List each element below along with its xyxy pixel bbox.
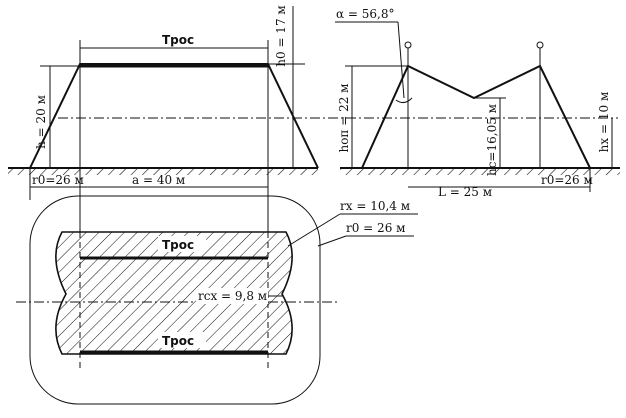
- hc-label: hc=16,05 м: [485, 104, 499, 176]
- hx-label: hx = 10 м: [597, 92, 611, 153]
- mast-tip-2: [536, 41, 544, 49]
- left-elevation: Трос h = 20 м h0 = 17 м r0=26 м a = 40 м: [8, 5, 319, 200]
- h-label: h = 20 м: [34, 95, 48, 149]
- outer-protection-zone: [29, 195, 321, 405]
- mast-tip-1: [404, 41, 412, 49]
- rcx-label: rcx = 9,8 м: [198, 289, 267, 303]
- L-label: L = 25 м: [438, 185, 492, 199]
- alpha-label: α = 56,8°: [336, 7, 395, 21]
- plan-view: Трос Трос rcx = 9,8 м rx = 10,4 м r0 = 2…: [16, 168, 418, 405]
- cable-label-bottom-bg: [158, 332, 206, 348]
- ground-hatch-right: [340, 168, 620, 175]
- right-zone-boundary: [361, 64, 591, 169]
- rx-label: rx = 10,4 м: [340, 199, 410, 213]
- hop-label: hоп = 22 м: [337, 83, 351, 152]
- r0-label-plan: r0 = 26 м: [346, 221, 405, 235]
- r0-leader: [317, 235, 347, 247]
- right-elevation: α = 56,8° hоп = 22 м hc=16,05 м hx = 10 …: [335, 7, 620, 199]
- rx-leader: [287, 213, 341, 247]
- ground-hatch-left: [8, 168, 318, 175]
- left-zone-boundary: [29, 63, 319, 169]
- cable-label-top-bg: [158, 236, 206, 252]
- cable-label-left: Трос: [162, 33, 194, 47]
- h0-label: h0 = 17 м: [274, 5, 288, 66]
- a-label: a = 40 м: [132, 173, 185, 187]
- hatched-zone-rx: [55, 231, 293, 355]
- cable-label-bottom: Трос: [162, 334, 194, 348]
- cable-label-top: Трос: [162, 238, 194, 252]
- r0-label-right: r0=26 м: [541, 173, 593, 187]
- alpha-arc: [395, 97, 413, 104]
- rcx-label-bg: [196, 288, 268, 304]
- alpha-pointer: [397, 21, 405, 99]
- r0-label-left: r0=26 м: [32, 173, 84, 187]
